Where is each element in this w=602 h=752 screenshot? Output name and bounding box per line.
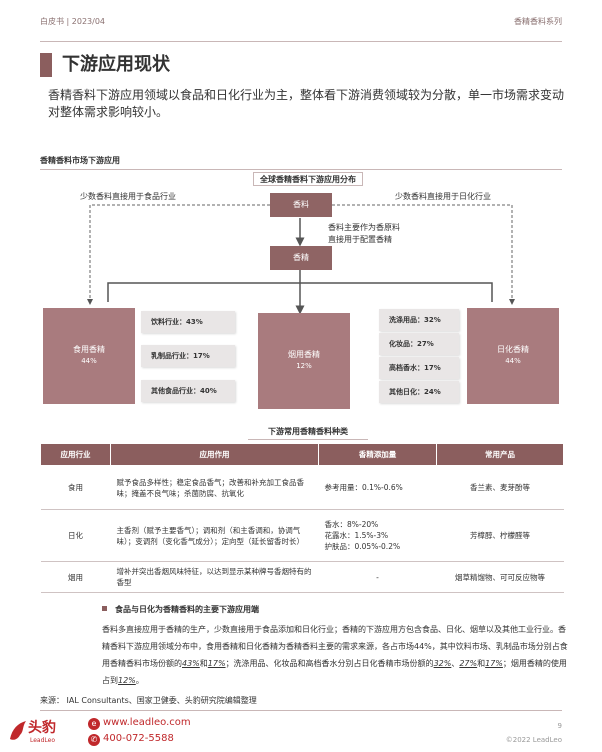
th-industry: 应用行业: [40, 443, 111, 466]
cell-products: 香兰素、麦芽酚等: [436, 465, 564, 510]
table-header-row: 应用行业 应用作用 香精添加量 常用产品: [40, 443, 564, 466]
bullet-square-icon: [102, 606, 107, 611]
daily-tag-other: 其他日化：24%: [379, 381, 459, 403]
page-title: 下游应用现状: [62, 54, 170, 75]
para-text: ；烟用香精的使用占到: [102, 659, 567, 685]
daily-tag-detergent: 洗涤用品：32%: [379, 309, 459, 331]
cell-products: 烟草精馏物、可可反应物等: [436, 561, 564, 593]
logo-cn: 头豹: [28, 720, 56, 736]
daily-essence-name: 日化香精: [497, 345, 529, 354]
food-essence-name: 食用香精: [73, 345, 105, 354]
th-amount: 香精添加量: [318, 443, 437, 466]
header-doc-info: 白皮书 | 2023/04: [40, 17, 106, 26]
amount-skincare: 护肤品：0.05%-0.2%: [324, 542, 401, 551]
th-products: 常用产品: [436, 443, 564, 466]
body-paragraph: 香料多直接应用于香精的生产，少数直接用于食品添加和日化行业；香精的下游应用方包含…: [102, 621, 572, 689]
food-tag-other: 其他食品行业：40%: [141, 380, 235, 402]
daily-essence-pct: 44%: [505, 357, 521, 365]
header-series: 香精香料系列: [514, 17, 562, 26]
spice-note-line-2: 直接用于配置香精: [328, 235, 392, 244]
table-title: 下游常用香精香料种类: [248, 425, 368, 440]
intro-text: 香精香料下游应用领域以食品和日化行业为主，整体看下游消费领域较为分散，单一市场需…: [48, 88, 565, 119]
tobacco-essence-pct: 12%: [296, 362, 312, 370]
food-essence-box: 食用香精 44%: [43, 308, 135, 404]
cell-industry: 食用: [40, 465, 111, 510]
para-highlight: 43%: [182, 659, 200, 668]
amount-toilet-water: 花露水：1.5%-3%: [324, 531, 389, 540]
para-text: 、: [451, 659, 460, 668]
cell-role: 主香剂（赋予主要香气）；调和剂（和主香调和，协调气味）；变调剂（变化香气成分）；…: [110, 509, 319, 562]
phone-icon: ✆: [88, 734, 100, 746]
source-note: 来源： IAL Consultants、国家卫健委、头豹研究院编辑整理: [40, 696, 257, 705]
tobacco-essence-name: 烟用香精: [288, 350, 320, 359]
phone-number: ✆400-072-5588: [88, 731, 191, 747]
cell-amount: 香水：8%-20% 花露水：1.5%-3% 护肤品：0.05%-0.2%: [318, 509, 437, 562]
daily-tag-perfume: 高档香水：17%: [379, 357, 459, 379]
para-highlight: 27%: [459, 659, 478, 668]
leopard-icon: [10, 721, 26, 740]
cell-amount: 参考用量：0.1%-0.6%: [318, 465, 437, 510]
food-essence-pct: 44%: [81, 357, 97, 365]
fragrance-table: 应用行业 应用作用 香精添加量 常用产品 食用 赋予食品多样性；稳定食品香气；改…: [40, 443, 564, 593]
header-divider: [40, 41, 562, 42]
spice-note: 香料主要作为香原料 直接用于配置香精: [328, 222, 400, 246]
para-text: 和: [199, 659, 208, 668]
daily-tag-cosmetics: 化妆品：27%: [379, 333, 459, 355]
amount-perfume: 香水：8%-20%: [324, 520, 379, 529]
essence-box: 香精: [270, 246, 332, 270]
cell-role: 增补并突出香烟风味特征，以达到显示某种牌号香烟特有的香型: [110, 561, 319, 593]
para-text: ；洗涤用品、化妆品和高档香水分别占日化香精市场份额的: [225, 659, 434, 668]
para-text: 和: [477, 659, 486, 668]
cell-role: 赋予食品多样性；稳定食品香气；改善和补充加工食品香味；掩盖不良气味；杀菌防腐、抗…: [110, 465, 319, 510]
page-number: 9: [557, 722, 562, 730]
para-highlight: 12%: [118, 676, 136, 685]
spice-box: 香料: [270, 193, 332, 217]
website-text: www.leadleo.com: [103, 717, 191, 728]
web-icon: e: [88, 718, 100, 730]
key-point: 食品与日化为香精香料的主要下游应用端: [102, 604, 259, 615]
key-point-text: 食品与日化为香精香料的主要下游应用端: [115, 605, 259, 614]
table-row: 食用 赋予食品多样性；稳定食品香气；改善和补充加工食品香味；掩盖不良气味；杀菌防…: [40, 465, 564, 510]
essence-label: 香精: [293, 253, 309, 262]
table-row: 日化 主香剂（赋予主要香气）；调和剂（和主香调和，协调气味）；变调剂（变化香气成…: [40, 509, 564, 562]
cell-industry: 日化: [40, 509, 111, 562]
title-accent-bar: [40, 53, 52, 77]
note-left: 少数香料直接用于食品行业: [80, 192, 176, 201]
cell-amount: -: [318, 561, 437, 593]
th-role: 应用作用: [110, 443, 319, 466]
leadleo-logo: 头豹 LeadLeo: [8, 715, 88, 749]
diagram-connectors: [87, 204, 515, 315]
spice-label: 香料: [293, 200, 309, 209]
page-header: 白皮书 | 2023/04 香精香料系列: [40, 10, 562, 30]
para-highlight: 17%: [485, 659, 503, 668]
spice-note-line-1: 香料主要作为香原料: [328, 223, 400, 232]
section-label: 香精香料市场下游应用: [40, 156, 120, 165]
food-tag-dairy: 乳制品行业：17%: [141, 345, 235, 367]
table-row: 烟用 增补并突出香烟风味特征，以达到显示某种牌号香烟特有的香型 - 烟草精馏物、…: [40, 561, 564, 593]
logo-en: LeadLeo: [30, 737, 56, 744]
food-tag-beverage: 饮料行业：43%: [141, 311, 235, 333]
diagram-title: 全球香精香料下游应用分布: [253, 172, 363, 186]
daily-essence-box: 日化香精 44%: [467, 308, 559, 404]
para-text: 香料多直接应用于香精的生产，少数直接用于食品添加和日化行业；香精的下游应用方包含…: [102, 625, 568, 668]
copyright: ©2022 LeadLeo: [505, 736, 562, 744]
tobacco-essence-box: 烟用香精 12%: [258, 313, 350, 409]
para-text: 。: [135, 676, 144, 685]
para-highlight: 17%: [207, 659, 226, 668]
cell-products: 芳樟醇、柠檬醛等: [436, 509, 564, 562]
section-divider: [40, 169, 562, 170]
footer-divider: [40, 710, 562, 711]
para-highlight: 32%: [433, 659, 452, 668]
phone-text: 400-072-5588: [103, 733, 174, 744]
note-right: 少数香料直接用于日化行业: [395, 192, 491, 201]
cell-industry: 烟用: [40, 561, 111, 593]
